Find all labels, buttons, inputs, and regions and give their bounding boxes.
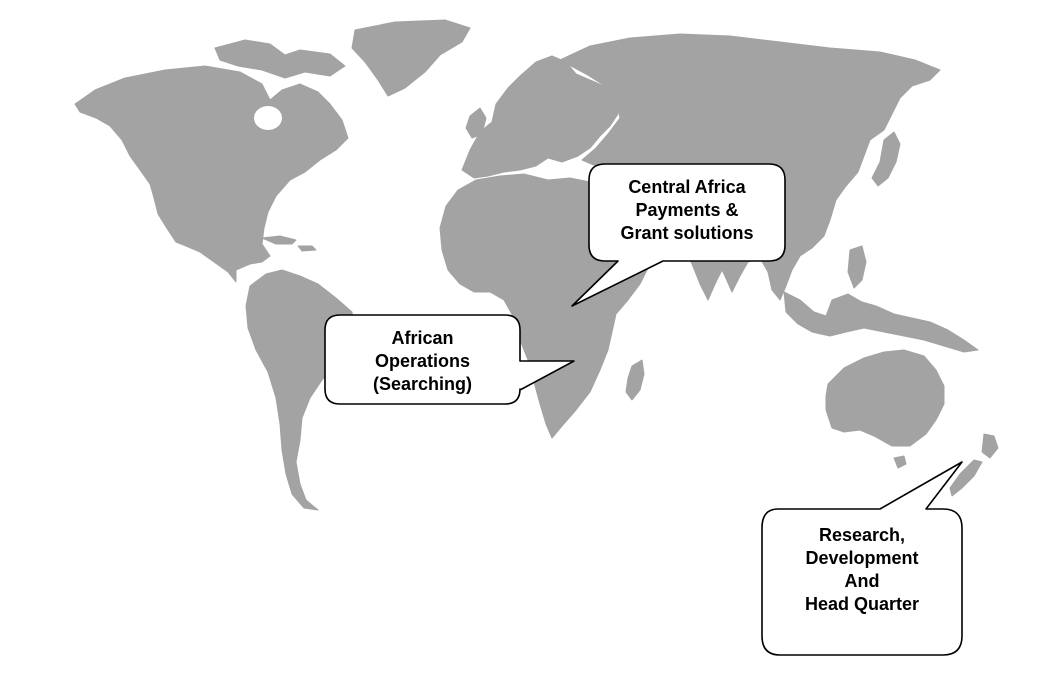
indonesia-islands [783, 291, 979, 353]
central-africa-line-3: Grant solutions [620, 223, 754, 243]
hudson-bay [254, 106, 282, 130]
philippines-islands [847, 245, 867, 289]
african-operations-line-2: Operations [374, 351, 471, 371]
research-line-2: Development [805, 548, 919, 568]
central-africa-callout [571, 163, 786, 307]
research-line-4: Head Quarter [804, 594, 920, 614]
african-operations-line-3: (Searching) [372, 374, 473, 394]
research-label: Research, Development And Head Quarter [762, 524, 962, 616]
madagascar-island [625, 359, 645, 401]
tasmania-island [893, 455, 907, 469]
research-line-3: And [844, 571, 880, 591]
african-operations-callout [324, 314, 575, 405]
british-isles [465, 107, 487, 139]
research-line-1: Research, [818, 525, 906, 545]
japan-islands [871, 131, 901, 187]
australia-landmass [825, 349, 945, 447]
arctic-islands [214, 39, 346, 79]
research-callout [761, 461, 963, 656]
new-zealand-islands [949, 433, 999, 497]
caribbean-islands [261, 235, 317, 252]
african-operations-line-1: African [391, 328, 454, 348]
greenland-landmass [351, 19, 471, 97]
central-africa-label: Central Africa Payments & Grant solution… [589, 176, 785, 245]
central-africa-line-2: Payments & [635, 200, 739, 220]
central-africa-line-1: Central Africa [628, 177, 746, 197]
african-operations-label: African Operations (Searching) [325, 327, 520, 396]
